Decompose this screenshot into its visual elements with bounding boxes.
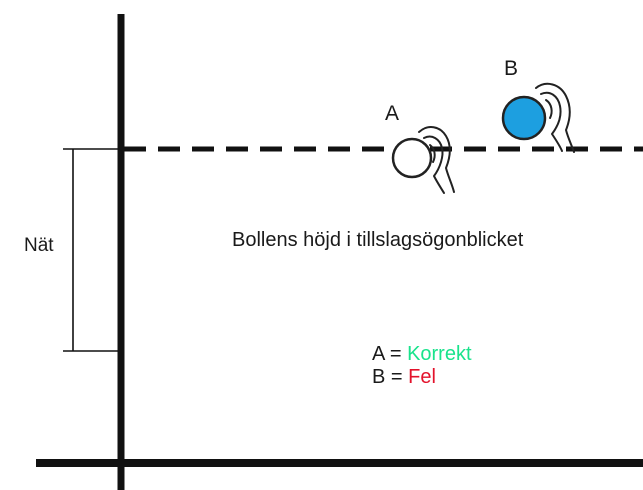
net-label: Nät (24, 235, 54, 256)
ball-b-label: B (504, 57, 519, 80)
ball-a (391, 137, 433, 179)
hand-a-icon (418, 126, 455, 194)
legend-equals-a: = (389, 343, 402, 365)
hand-b-icon (535, 82, 575, 153)
ball-b (501, 95, 547, 141)
legend-row-b: B = Fel (372, 366, 472, 389)
legend-value-fault: Fel (408, 366, 436, 388)
legend-row-a: A = Korrekt (372, 343, 472, 366)
caption-label: Bollens höjd i tillslagsögonblicket (232, 229, 524, 251)
ball-a-label: A (385, 102, 400, 125)
legend-equals-b: = (390, 366, 403, 388)
legend-value-correct: Korrekt (407, 343, 472, 365)
legend-key-b: B (372, 366, 386, 388)
legend: A = Korrekt B = Fel (372, 343, 472, 389)
legend-key-a: A (372, 343, 385, 365)
